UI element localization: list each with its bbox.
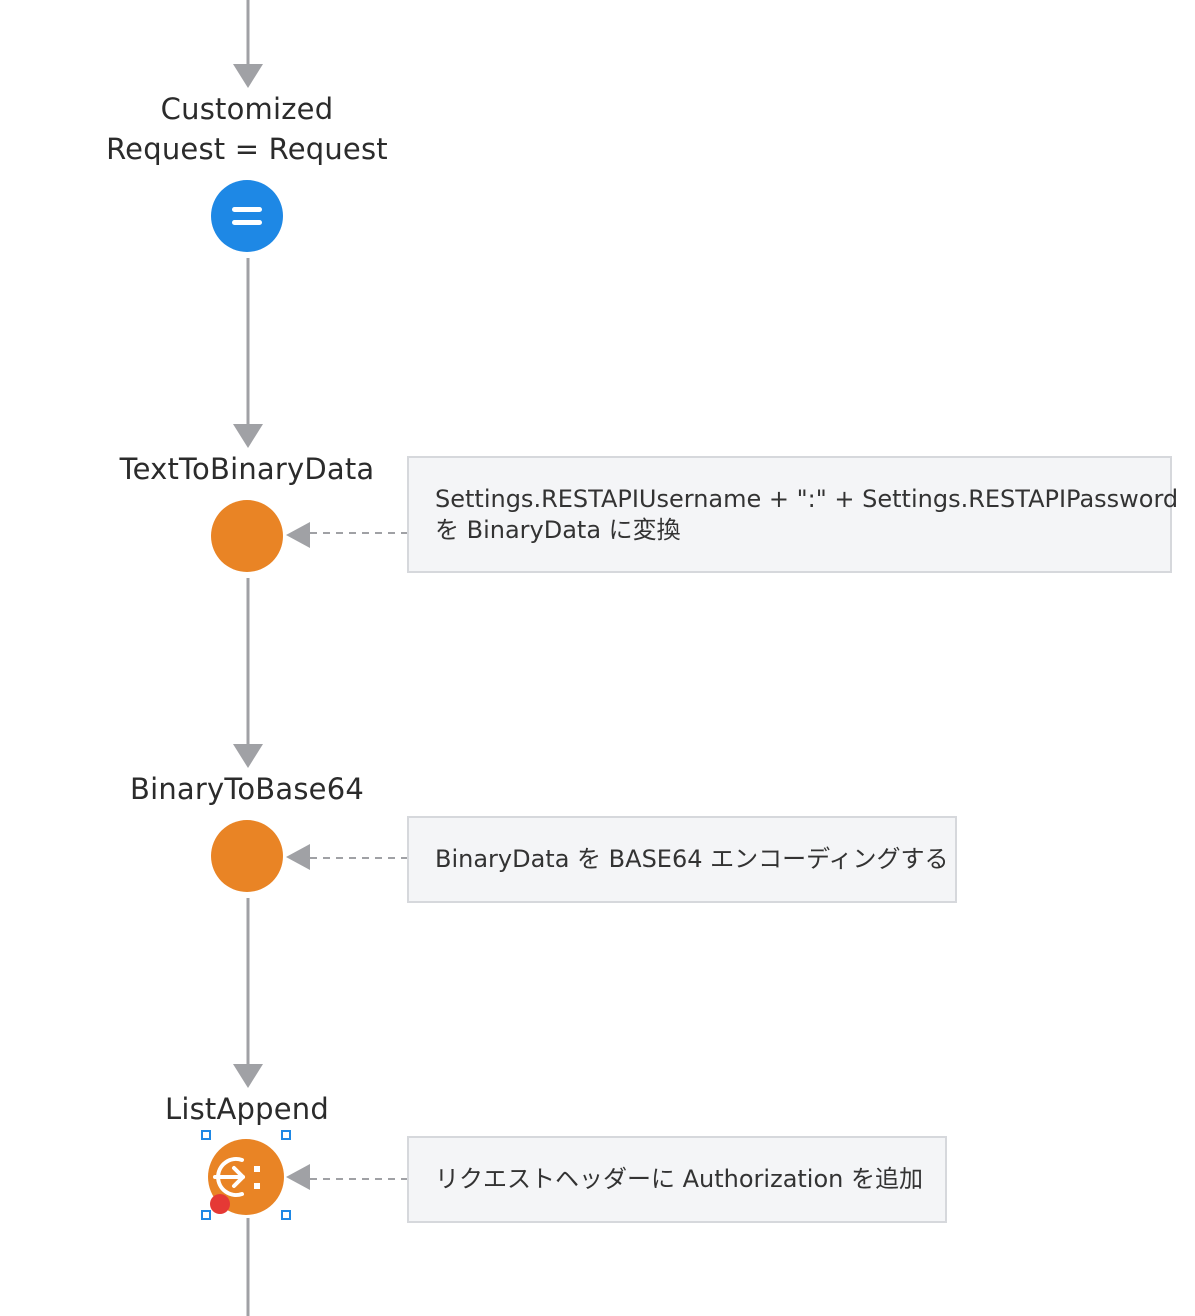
breakpoint-icon[interactable] [210, 1194, 230, 1214]
list-append-label: ListAppend [165, 1092, 329, 1126]
assign-label-line-2: Request = Request [106, 132, 388, 166]
comment-text: リクエストヘッダーに Authorization を追加 [435, 1165, 924, 1193]
binary-to-base64-label: BinaryToBase64 [129, 772, 365, 806]
comment-connectors [286, 522, 408, 1190]
comment-arrow-list-append [286, 1164, 310, 1190]
text-to-binary-node[interactable] [211, 500, 283, 572]
comment-arrow-binary-to-base64 [286, 844, 310, 870]
comment-text: BinaryData を BASE64 エンコーディングする [435, 845, 949, 873]
comment-arrow-text-to-binary [286, 522, 310, 548]
list-append-node[interactable] [208, 1139, 284, 1215]
flow-arrow-3 [233, 744, 263, 768]
selection-handle-bottom-left[interactable] [201, 1210, 211, 1220]
assign-label-line-1: Customized [160, 92, 334, 126]
flow-arrow-1 [233, 64, 263, 88]
binary-to-base64-node[interactable] [211, 820, 283, 892]
comment-binary-to-base64[interactable]: BinaryData を BASE64 エンコーディングする [407, 816, 957, 903]
comment-line-2: を BinaryData に変換 [435, 515, 681, 544]
comment-list-append[interactable]: リクエストヘッダーに Authorization を追加 [407, 1136, 947, 1223]
list-append-icon [213, 1157, 260, 1197]
list-append-circle[interactable] [208, 1139, 284, 1215]
assign-node[interactable] [211, 180, 283, 252]
flow-arrow-2 [233, 424, 263, 448]
text-to-binary-label: TextToBinaryData [119, 452, 375, 486]
selection-handle-top-right[interactable] [281, 1130, 291, 1140]
assign-label: Customized Request = Request [47, 89, 447, 169]
flow-arrow-4 [233, 1064, 263, 1088]
comment-line-1: Settings.RESTAPIUsername + ":" + Setting… [435, 484, 1179, 513]
comment-text-to-binary[interactable]: Settings.RESTAPIUsername + ":" + Setting… [407, 456, 1179, 573]
selection-handle-bottom-right[interactable] [281, 1210, 291, 1220]
selection-handle-top-left[interactable] [201, 1130, 211, 1140]
flow-connectors [233, 0, 263, 1316]
